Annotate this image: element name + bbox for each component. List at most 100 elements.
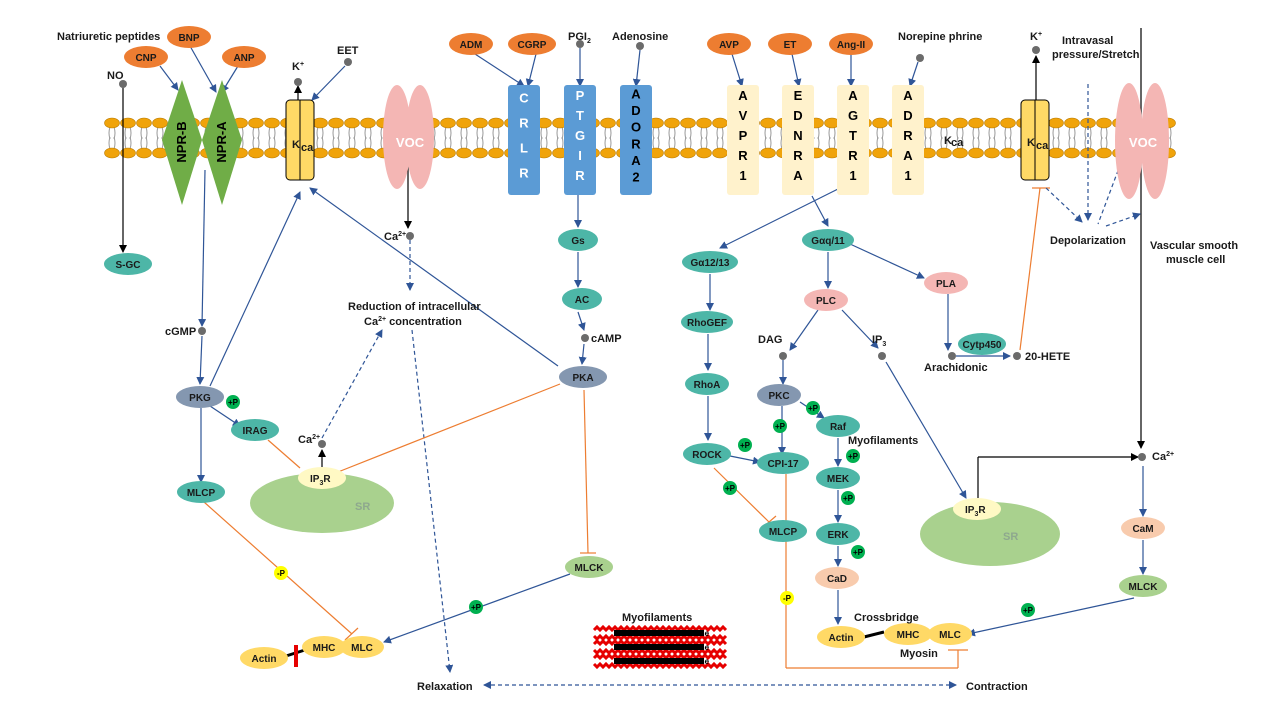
lipid-head [488, 117, 504, 129]
lipid-head [136, 147, 152, 159]
natriuretic-label: Natriuretic peptides [57, 31, 160, 43]
lipid-head [1000, 147, 1016, 159]
agtr1-letter: R [848, 148, 858, 163]
actin-right-label: Actin [829, 633, 854, 644]
mlcp-right-label: MLCP [769, 527, 798, 538]
zone-marker: Zone [690, 657, 710, 666]
cytp450-label: Cytp450 [963, 340, 1002, 351]
ptgir-letter: P [576, 88, 585, 103]
adenosine-label: Adenosine [612, 31, 668, 43]
lipid-head [328, 117, 344, 129]
pkc-node [757, 384, 801, 406]
contraction-label: Contraction [966, 681, 1028, 693]
text-labels: Natriuretic peptides NO EET K+ PGI2 Aden… [57, 31, 1238, 693]
lipid-head [760, 117, 776, 129]
ip3-label: IP3 [872, 334, 886, 348]
lipid-head [1048, 147, 1064, 159]
adora2-receptor [620, 85, 652, 195]
eet-dot [344, 58, 352, 66]
ip3r-ca-dot [318, 440, 326, 448]
sgc-label: S-GC [116, 260, 141, 271]
lipid-head [1048, 117, 1064, 129]
ednra-letter: N [793, 128, 802, 143]
lipid-head [344, 147, 360, 159]
avpr1-letter: A [738, 88, 748, 103]
phosphorylation-badge-label: +P [740, 441, 751, 450]
adm-label: ADM [460, 40, 483, 51]
phosphorylation-badge [773, 419, 787, 433]
raf-node [816, 415, 860, 437]
anp-node [222, 46, 266, 68]
lipid-head [872, 147, 888, 159]
lipid-head [1096, 147, 1112, 159]
lipid-head [456, 147, 472, 159]
hete-label: 20-HETE [1025, 351, 1070, 363]
lipid-head [456, 117, 472, 129]
lipid-head [984, 117, 1000, 129]
dephosphorylation-badge [274, 566, 288, 580]
myofilaments-legend-title: Myofilaments [622, 612, 692, 624]
lipid-head [360, 147, 376, 159]
ip3r-right-node [953, 498, 1001, 520]
lipid-head [600, 147, 616, 159]
lipid-head [104, 117, 120, 129]
rock-label: ROCK [692, 450, 722, 461]
pkc-label: PKC [768, 391, 789, 402]
phosphorylation-badge-label: +P [1023, 606, 1034, 615]
adra1-letter: A [903, 88, 913, 103]
myosin-filament [614, 658, 704, 664]
erk-label: ERK [827, 530, 849, 541]
et-node [768, 33, 812, 55]
phosphorylation-badge [851, 545, 865, 559]
avp-node [707, 33, 751, 55]
lipid-head [328, 147, 344, 159]
cam-node [1121, 517, 1165, 539]
pgi2-label: PGI2 [568, 31, 591, 45]
ptgir-letter: R [575, 168, 585, 183]
phosphorylation-badge-label: +P [228, 398, 239, 407]
g1213-label: Gα12/13 [691, 258, 730, 269]
agtr1-letter: G [848, 108, 858, 123]
npr-a-receptor [202, 80, 242, 205]
lipid-head [952, 117, 968, 129]
pla-label: PLA [936, 279, 956, 290]
gs-label: Gs [571, 236, 585, 247]
lipid-head [472, 117, 488, 129]
ip3r-left-node [298, 467, 346, 489]
lipid-head [696, 117, 712, 129]
pka-label: PKA [572, 373, 593, 384]
crlr-letter: C [519, 91, 529, 106]
actin-right-node [817, 626, 865, 648]
phosphorylation-badge [723, 481, 737, 495]
cgrp-node [508, 33, 556, 55]
reduction-line2: Ca2+ concentration [364, 316, 462, 328]
mek-label: MEK [827, 474, 850, 485]
zone-marker: Zone [622, 657, 642, 666]
molecule-dots [119, 40, 1146, 461]
phosphorylation-badge-label: +P [725, 484, 736, 493]
lipid-head [936, 147, 952, 159]
lipid-head [1000, 117, 1016, 129]
cad-node [815, 567, 859, 589]
camp-label: cAMP [591, 333, 622, 345]
pka-node [559, 366, 607, 388]
raf-label: Raf [830, 422, 847, 433]
crlr-receptor [508, 85, 540, 195]
camp-dot [581, 334, 589, 342]
mlck-right-node [1119, 575, 1167, 597]
mlc-left-node [340, 636, 384, 658]
adra1-letter: A [903, 148, 913, 163]
vsmc-line2: muscle cell [1166, 254, 1225, 266]
lipid-head [264, 147, 280, 159]
membrane-proteins: NPR-B NPR-A K ca VOC CRLRPTGIRADORA2AVPR… [162, 80, 1169, 205]
lipid-head [472, 147, 488, 159]
k-left-dot [294, 78, 302, 86]
zone-marker: Zone [622, 629, 642, 638]
reduction-line1: Reduction of intracellular [348, 301, 481, 313]
kca-mid-label: K [944, 135, 952, 147]
sr-left [250, 473, 394, 533]
avpr1-receptor [727, 85, 759, 195]
